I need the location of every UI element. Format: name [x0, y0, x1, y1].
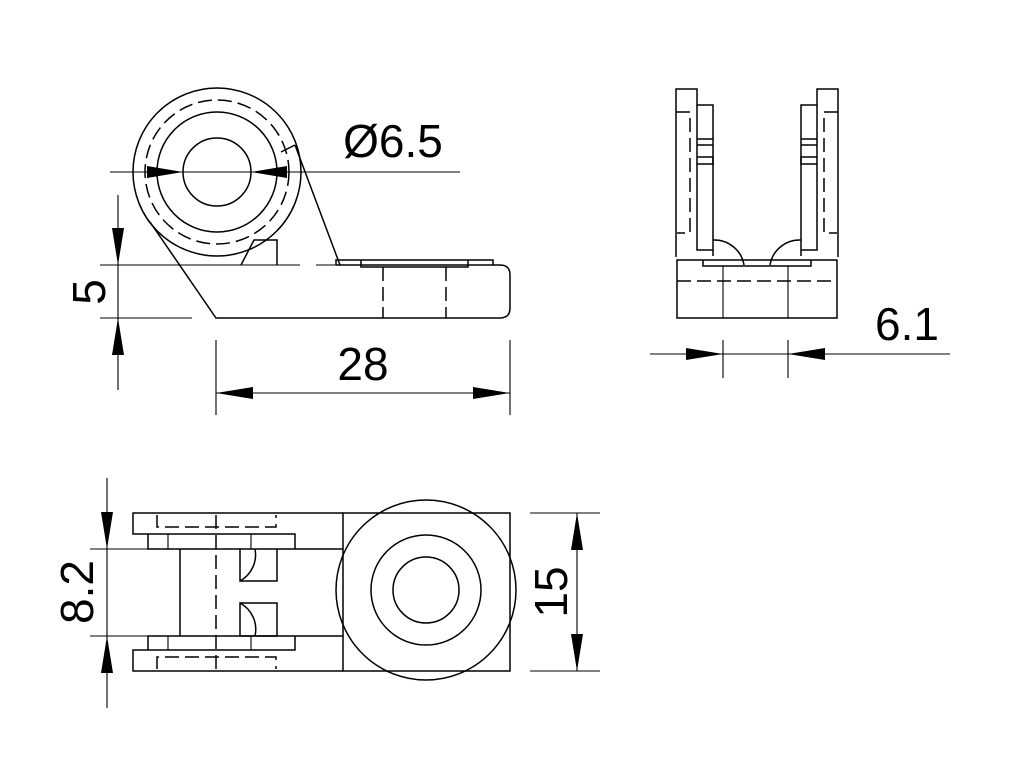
gap-dimension: 8.2 [51, 560, 103, 624]
front-view: 5 28 Ø6.5 [63, 87, 511, 415]
base-outline [149, 221, 511, 319]
arrow-down [112, 228, 124, 265]
arrow-up [112, 318, 124, 355]
length-dimension: 28 [337, 338, 388, 390]
rib [240, 239, 278, 266]
width-dimension: 6.1 [875, 298, 939, 350]
plate [335, 259, 494, 268]
top-view: 8.2 15 [51, 478, 600, 708]
diameter-dimension: Ø6.5 [343, 115, 443, 167]
side-view: 6.1 [650, 88, 950, 378]
height-dimension: 5 [63, 279, 115, 305]
overall-width-dimension: 15 [525, 566, 577, 617]
tangent-edge [294, 144, 341, 266]
